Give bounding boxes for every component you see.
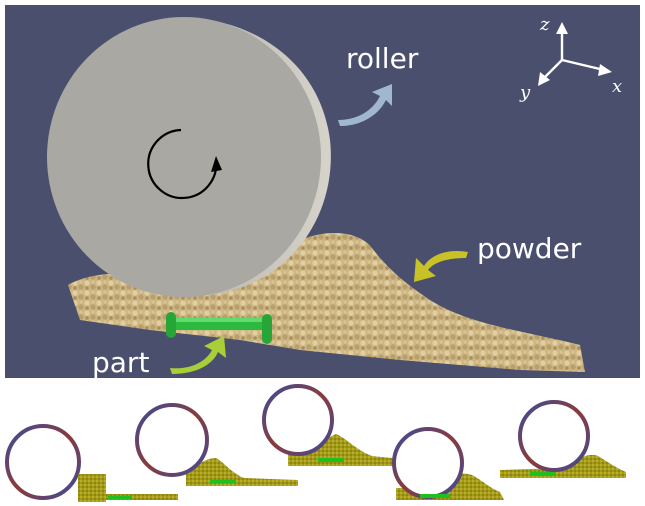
axes-triad-icon xyxy=(538,22,612,86)
part-label: part xyxy=(92,346,149,379)
powder-heap xyxy=(68,233,585,372)
roller-label: roller xyxy=(346,42,419,75)
powder-label: powder xyxy=(477,232,582,265)
part xyxy=(166,312,272,344)
frame-4 xyxy=(392,427,504,500)
rotation-arrowhead-icon xyxy=(211,156,222,172)
roller xyxy=(47,17,331,297)
powder-arrow-icon xyxy=(414,250,468,282)
axis-y-label: y xyxy=(519,82,531,103)
frames-strip xyxy=(5,384,626,502)
frame-1 xyxy=(5,424,178,502)
axis-x-label: x xyxy=(612,76,622,97)
roller-arrow-icon xyxy=(338,84,392,126)
frame-5 xyxy=(500,400,626,478)
frame-3 xyxy=(262,384,412,466)
main-scene: roller powder part z x y xyxy=(5,5,640,379)
part-arrow-icon xyxy=(170,336,226,374)
frame-2 xyxy=(135,403,298,486)
axis-z-label: z xyxy=(539,14,550,35)
roller-face xyxy=(47,17,321,297)
rotation-arrow-icon xyxy=(147,128,218,200)
